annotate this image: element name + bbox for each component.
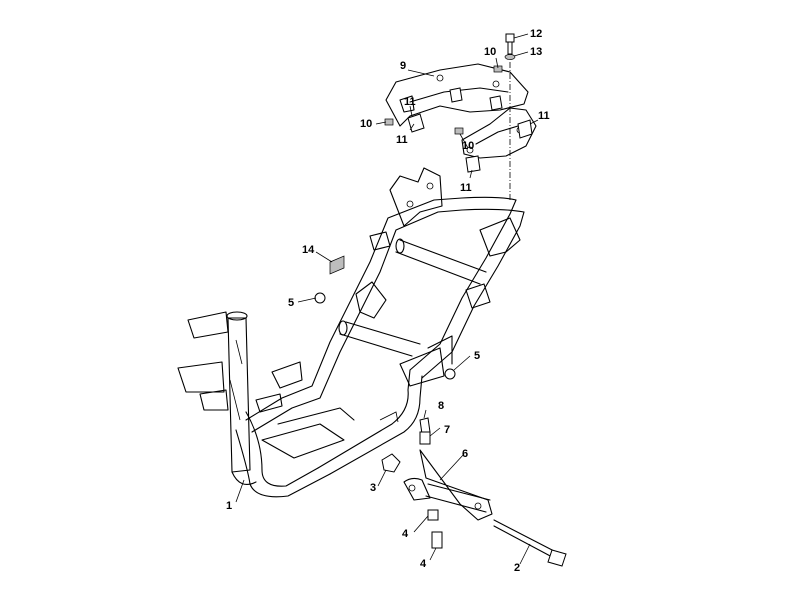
callout-9: 9 <box>400 60 407 72</box>
callout-7: 7 <box>444 424 451 436</box>
callout-11: 11 <box>538 110 550 122</box>
callout-4: 4 <box>402 528 409 540</box>
upper-carrier <box>385 63 537 159</box>
bolt-washer <box>504 33 516 202</box>
leader-lines <box>235 33 539 565</box>
callout-3: 3 <box>370 482 377 494</box>
callout-2: 2 <box>514 562 521 574</box>
callout-6: 6 <box>462 448 469 460</box>
rubber-mounts <box>407 87 533 173</box>
callout-11: 11 <box>396 134 408 146</box>
callout-10: 10 <box>360 118 373 130</box>
callout-8: 8 <box>438 400 445 412</box>
stand-assembly <box>381 417 567 567</box>
callout-11: 11 <box>460 182 472 194</box>
callout-11: 11 <box>404 96 416 108</box>
callout-14: 14 <box>302 244 315 256</box>
callout-5: 5 <box>474 350 481 362</box>
nut-5-lower <box>444 368 456 380</box>
callout-13: 13 <box>530 46 543 58</box>
label-sticker <box>329 255 345 275</box>
callout-1: 1 <box>226 500 233 512</box>
nut-5-upper <box>314 292 326 304</box>
main-frame <box>177 167 525 498</box>
callout-12: 12 <box>530 28 543 40</box>
callout-5: 5 <box>288 297 295 309</box>
callout-10: 10 <box>462 140 475 152</box>
callout-4: 4 <box>420 558 427 570</box>
callout-10: 10 <box>484 46 497 58</box>
